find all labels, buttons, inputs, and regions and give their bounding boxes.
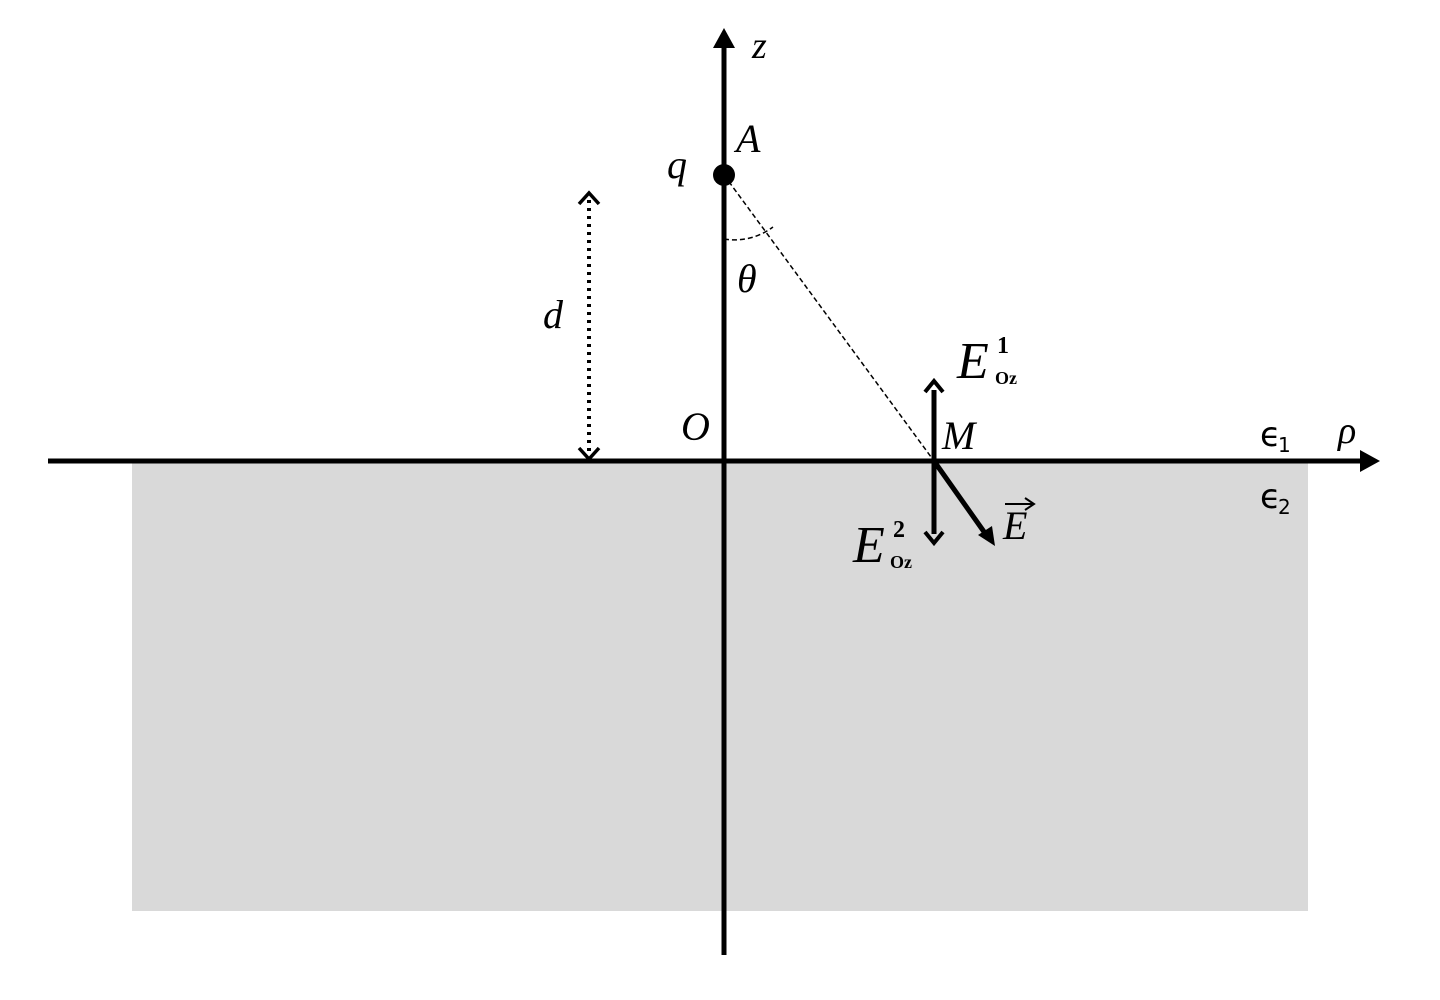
- epsilon-2-index: 2: [1278, 495, 1291, 519]
- origin-O-label: O: [681, 404, 710, 449]
- epsilon-2-symbol: ϵ: [1260, 477, 1281, 517]
- field-E-total-label: E: [1002, 503, 1027, 548]
- point-M-label: M: [941, 413, 978, 458]
- angle-theta-label: θ: [737, 256, 757, 301]
- line-A-to-M: [723, 174, 935, 462]
- field-E1-superscript: 1: [997, 333, 1009, 359]
- epsilon-1-index: 1: [1278, 433, 1291, 457]
- field-E2-label: E: [852, 517, 885, 574]
- rho-axis-label: ρ: [1337, 410, 1356, 452]
- field-E-total-arrowhead: [978, 526, 995, 546]
- field-E-total-arrow: [931, 459, 990, 538]
- z-axis-label: z: [751, 25, 767, 67]
- medium-2-region: [132, 461, 1308, 911]
- distance-d-top-arrowhead: [577, 190, 601, 206]
- field-E2-superscript: 2: [893, 517, 905, 543]
- field-E1-arrowhead: [923, 377, 945, 394]
- rho-axis-arrowhead: [1360, 450, 1380, 472]
- field-E1-label: E: [956, 333, 989, 390]
- epsilon-1-symbol: ϵ: [1260, 415, 1281, 455]
- charge-point-A: [713, 164, 735, 186]
- field-E1-subscript: Oz: [995, 368, 1017, 388]
- angle-theta-arc: [723, 226, 774, 241]
- z-axis-arrowhead: [713, 28, 735, 48]
- field-E2-arrowhead: [923, 530, 945, 547]
- distance-d-label: d: [543, 292, 564, 337]
- charge-q-label: q: [667, 142, 687, 187]
- field-E2-subscript: Oz: [890, 552, 912, 572]
- point-A-label: A: [733, 116, 761, 161]
- distance-d-bottom-arrowhead: [577, 446, 601, 462]
- vector-arrow-over-E-head: [1024, 497, 1036, 511]
